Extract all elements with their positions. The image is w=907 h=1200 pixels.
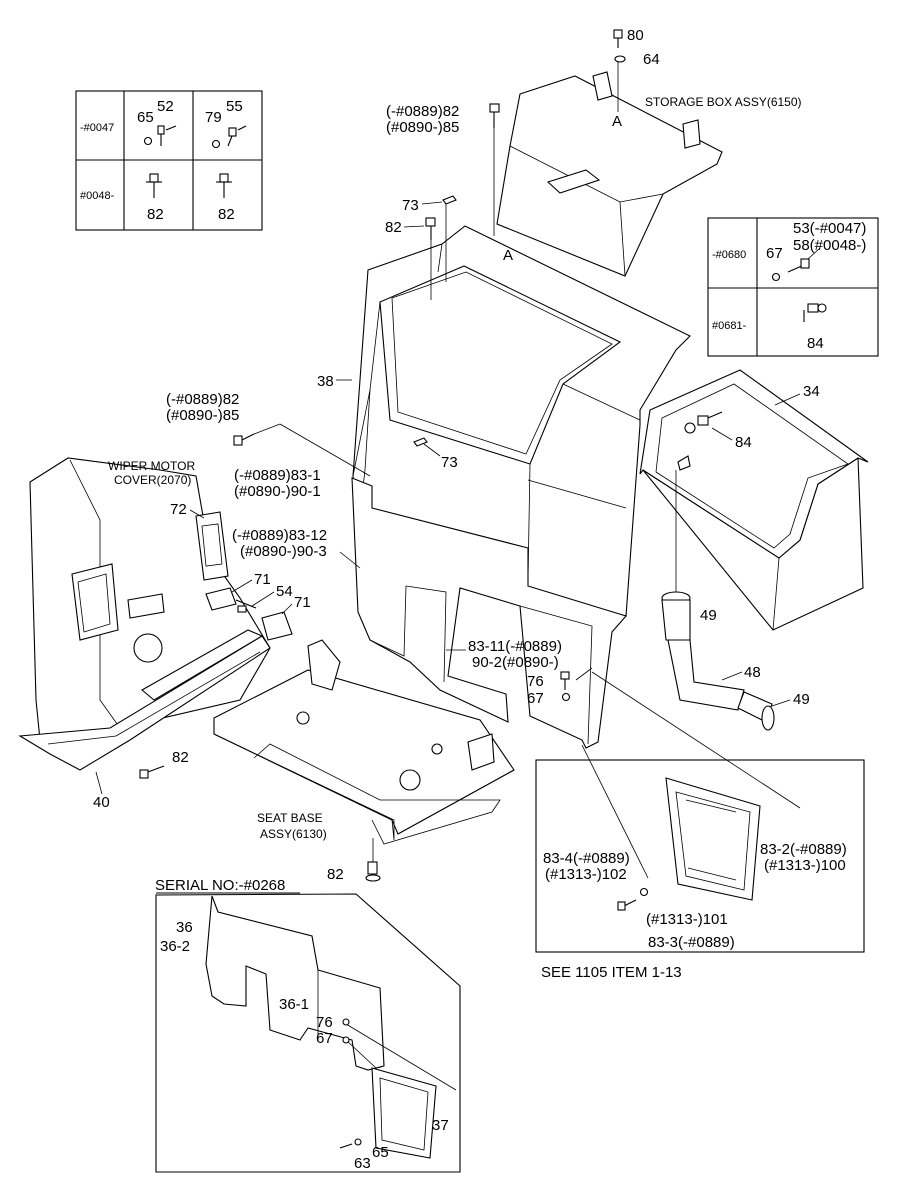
label-ref-a-top: A: [612, 113, 622, 130]
bolt-82-left: [233, 423, 371, 477]
table-left-label-55: 55: [226, 98, 243, 115]
variant-table-left: -#0047 #0048- 65 52 79 55 82 82: [75, 90, 263, 231]
bolt-82-top: [489, 103, 500, 236]
table-left-label-65: 65: [137, 109, 154, 126]
detail-box-83: [535, 671, 865, 953]
label-37: 37: [432, 1117, 449, 1134]
seat-base: [213, 639, 515, 845]
clip-73-top: [442, 195, 457, 282]
label-38: 38: [317, 373, 334, 390]
label-67: 67: [527, 690, 544, 707]
label-36: 36: [176, 919, 193, 936]
label-72: 72: [170, 501, 187, 518]
bolt-82-mid: [425, 217, 436, 300]
switch-72: [195, 511, 229, 581]
label-seat-a: SEAT BASE: [257, 811, 323, 825]
label-36-2: 36-2: [160, 938, 190, 955]
table-right-label-67: 67: [766, 245, 783, 262]
bolt-icon: [143, 125, 247, 198]
label-84-box: 84: [735, 434, 752, 451]
bracket-71-54: [205, 587, 293, 641]
label-83-1-b: (#0890-)90-1: [234, 483, 321, 500]
label-64: 64: [643, 51, 660, 68]
label-65-inset: 65: [372, 1144, 389, 1161]
table-right-serial-1: -#0680: [712, 249, 746, 261]
storage-box-34: [639, 369, 869, 631]
table-left-label-82a: 82: [147, 206, 164, 223]
label-wiper-a: WIPER MOTOR: [108, 459, 195, 473]
label-83-12-a: (-#0889)83-12: [232, 527, 327, 544]
label-54: 54: [276, 583, 293, 600]
table-left-label-82b: 82: [218, 206, 235, 223]
label-serial: SERIAL NO:-#0268: [155, 877, 285, 894]
rear-panel-83: [351, 477, 627, 749]
label-34: 34: [803, 383, 820, 400]
bolt-80: [613, 29, 626, 112]
label-80: 80: [627, 27, 644, 44]
label-40: 40: [93, 794, 110, 811]
table-left-serial-1: -#0047: [80, 122, 114, 134]
table-right-serial-2: #0681-: [712, 320, 747, 332]
label-83-1-a: (-#0889)83-1: [234, 467, 321, 484]
label-82-top: 82: [385, 219, 402, 236]
bolt-82-lower: [139, 765, 165, 779]
drain-hose-48: [661, 591, 775, 731]
label-63: 63: [354, 1155, 371, 1172]
label-73-top: 73: [402, 197, 419, 214]
label-73-mid: 73: [441, 454, 458, 471]
label-83-12-b: (#0890-)90-3: [240, 543, 327, 560]
label-82-85-left-a: (-#0889)82: [166, 391, 239, 408]
label-71-a: 71: [254, 571, 271, 588]
table-right-label-53: 53(-#0047): [793, 220, 866, 237]
storage-box-lid: [496, 71, 723, 277]
label-82-85-top-b: (#0890-)85: [386, 119, 459, 136]
table-left-serial-2: #0048-: [80, 190, 115, 202]
label-82-85-top-a: (-#0889)82: [386, 103, 459, 120]
serial-inset: [155, 892, 461, 1173]
clip-73-mid: [413, 437, 441, 457]
label-76: 76: [527, 673, 544, 690]
label-49-a: 49: [700, 607, 717, 624]
label-101: (#1313-)101: [646, 911, 728, 928]
wiper-motor-cover: [18, 457, 271, 771]
label-67-inset: 67: [316, 1030, 333, 1047]
label-76-inset: 76: [316, 1014, 333, 1031]
label-see-1105: SEE 1105 ITEM 1-13: [541, 964, 682, 981]
label-48: 48: [744, 664, 761, 681]
label-83-11-a: 83-11(-#0889): [468, 638, 562, 655]
label-wiper-b: COVER(2070): [114, 473, 191, 487]
screw-76-67: [560, 667, 593, 702]
panel-38: [352, 225, 691, 617]
label-83-3: 83-3(-#0889): [648, 934, 735, 951]
label-ref-a-mid: A: [503, 247, 513, 264]
bolt-82-bottom: [365, 838, 381, 882]
table-left-label-79: 79: [205, 109, 222, 126]
label-83-4-b: (#1313-)102: [545, 866, 627, 883]
label-82-lower: 82: [172, 749, 189, 766]
label-storage-box: STORAGE BOX ASSY(6150): [645, 95, 802, 109]
label-seat-b: ASSY(6130): [260, 827, 327, 841]
label-49-b: 49: [793, 691, 810, 708]
table-right-label-84: 84: [807, 335, 824, 352]
bolt-icon: [771, 247, 827, 322]
label-82-bottom: 82: [327, 866, 344, 883]
variant-table-right: -#0680 #0681- 67 53(-#0047) 58(#0048-) 8…: [707, 217, 879, 357]
bolt-84-box: [675, 411, 723, 592]
label-36-1: 36-1: [279, 996, 309, 1013]
label-82-85-left-b: (#0890-)85: [166, 407, 239, 424]
label-83-2-b: (#1313-)100: [764, 857, 846, 874]
label-83-4-a: 83-4(-#0889): [543, 850, 630, 867]
table-right-label-58: 58(#0048-): [793, 237, 866, 254]
label-83-2-a: 83-2(-#0889): [760, 841, 847, 858]
label-83-11-b: 90-2(#0890-): [472, 654, 559, 671]
label-71-b: 71: [294, 594, 311, 611]
table-left-label-52: 52: [157, 98, 174, 115]
